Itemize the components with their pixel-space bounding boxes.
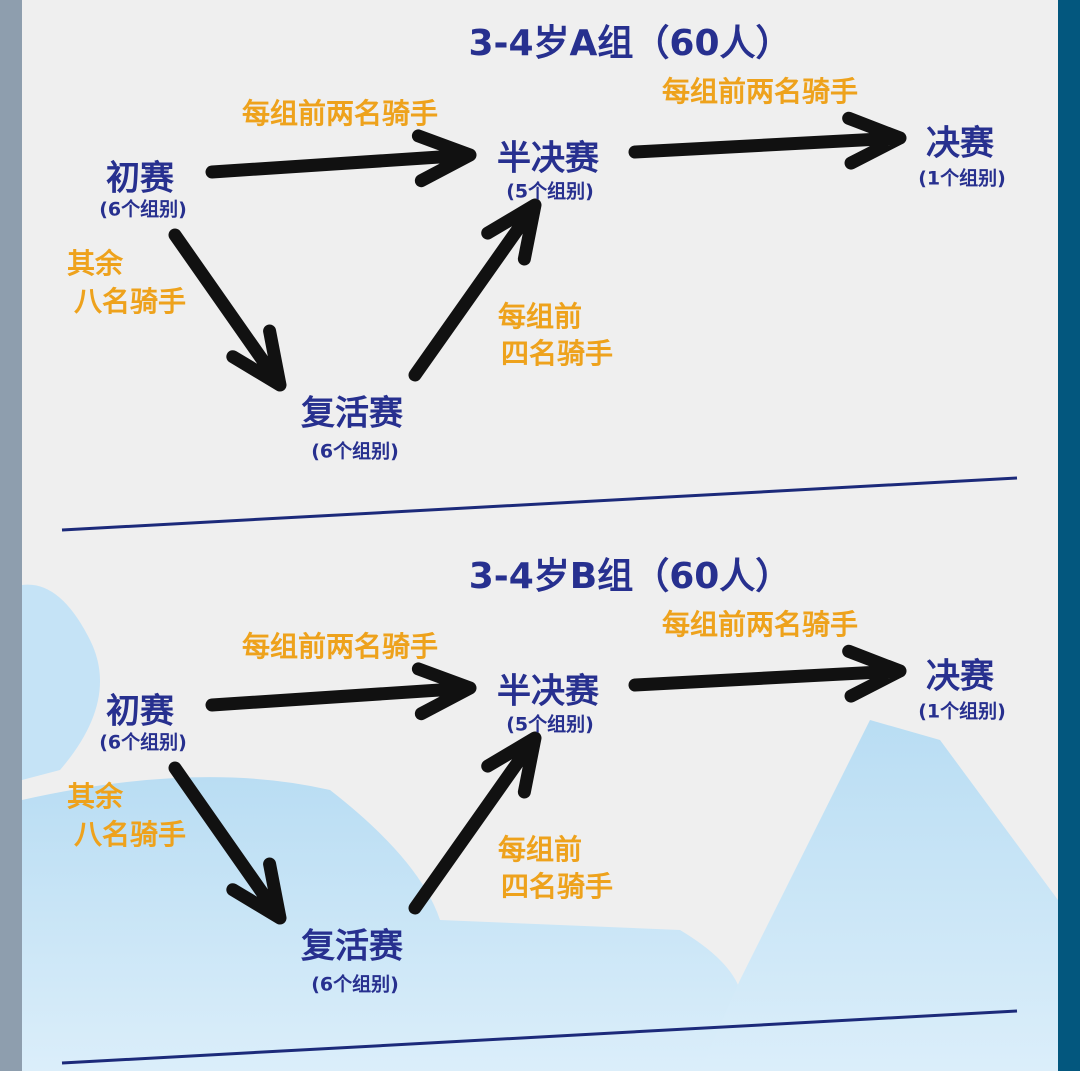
arrow-prelim-to-repechage [168,228,287,392]
node-final: 决赛 [926,123,994,164]
label-rest-line1: 其余 [66,780,124,813]
node-prelim-groups: (6个组别) [99,198,187,221]
node-prelim: 初赛 [106,158,174,199]
label-rep-line1: 每组前 [497,300,583,333]
section-title: 3-4岁A组（60人） [468,23,792,64]
section-title: 3-4岁B组（60人） [468,556,792,597]
arrow-prelim-to-repechage [168,761,287,925]
section-divider [61,476,1018,532]
node-final: 决赛 [926,656,994,697]
arrow-prelim-to-semi [205,662,477,721]
label-rep-line2: 四名骑手 [500,337,614,370]
mountain [700,720,1058,1071]
node-repechage: 复活赛 [301,926,403,967]
node-semi: 半决赛 [497,671,599,712]
arrow-repechage-to-semi [408,198,542,382]
label-rep-line1: 每组前 [497,833,583,866]
hill [22,777,740,1071]
left-edge-strip [0,0,22,1071]
node-repechage-groups: (6个组别) [311,440,399,463]
arrow-semi-to-final [628,111,907,170]
node-repechage-groups: (6个组别) [311,973,399,996]
arrow-repechage-to-semi [408,731,542,915]
arrow-prelim-to-semi [205,129,477,188]
label-prelim-to-semi: 每组前两名骑手 [241,630,439,663]
label-rest-line2: 八名骑手 [73,818,187,851]
left-hill [22,584,100,780]
label-prelim-to-semi: 每组前两名骑手 [241,97,439,130]
right-edge-strip [1058,0,1080,1071]
section-divider [61,1009,1018,1065]
node-semi-groups: (5个组别) [506,180,594,203]
node-semi: 半决赛 [497,138,599,179]
label-semi-to-final: 每组前两名骑手 [661,608,859,641]
node-final-groups: (1个组别) [918,700,1006,723]
node-semi-groups: (5个组别) [506,713,594,736]
label-rest-line1: 其余 [66,247,124,280]
label-rest-line2: 八名骑手 [73,285,187,318]
label-semi-to-final: 每组前两名骑手 [661,75,859,108]
node-final-groups: (1个组别) [918,167,1006,190]
label-rep-line2: 四名骑手 [500,870,614,903]
arrow-semi-to-final [628,644,907,703]
node-prelim: 初赛 [106,691,174,732]
node-repechage: 复活赛 [301,393,403,434]
node-prelim-groups: (6个组别) [99,731,187,754]
